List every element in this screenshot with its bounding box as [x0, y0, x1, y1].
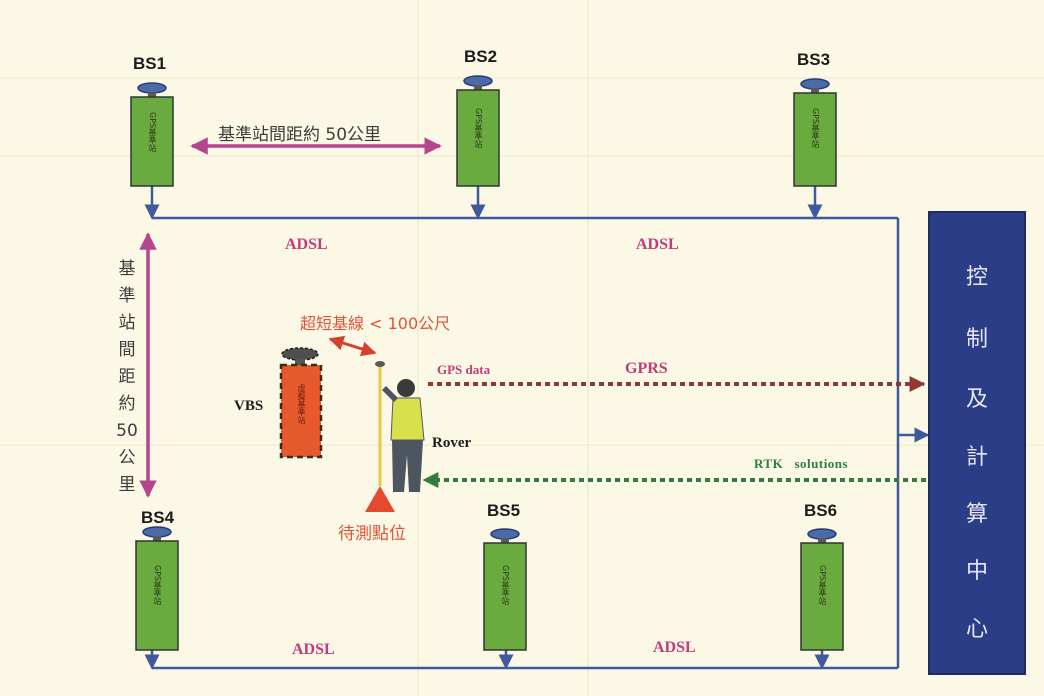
bs2-receiver	[456, 75, 500, 187]
vertical-char: 公	[118, 448, 136, 468]
antenna-icon	[142, 526, 172, 538]
vertical-char: 約	[118, 394, 136, 414]
station-spacing-horizontal-label: 基準站間距約 50公里	[218, 125, 382, 145]
target-point-label: 待測點位	[338, 524, 406, 544]
bs4-receiver	[135, 526, 179, 651]
antenna-icon	[137, 82, 167, 94]
bs2-label: BS2	[464, 47, 498, 66]
bs5-receiver	[483, 528, 527, 651]
vertical-char: 50	[116, 421, 138, 441]
bs4-device-text: GPS基準站	[153, 565, 162, 606]
station-spacing-vertical-label: 基 準 站 間 距 約 50 公 里	[115, 256, 139, 499]
bs3-receiver	[793, 78, 837, 187]
vbs-receiver	[279, 347, 323, 459]
center-char: 中	[965, 559, 988, 584]
bs6-receiver	[800, 528, 844, 651]
center-char: 算	[965, 502, 988, 527]
rover-surveyor	[375, 361, 425, 492]
vbs-device-text: 虛擬基準站	[297, 384, 306, 424]
baseline-note: 超短基線 < 100公尺	[300, 314, 451, 333]
bs5-device-text: GPS基準站	[501, 565, 510, 606]
vertical-char: 里	[118, 475, 136, 495]
bs3-device-text: GPS基準站	[811, 108, 820, 149]
vertical-char: 基	[118, 259, 136, 279]
antenna-icon	[490, 528, 520, 540]
vertical-char: 準	[118, 286, 136, 306]
adsl-label-top-right: ADSL	[636, 236, 679, 253]
bs1-device-text: GPS基準站	[148, 112, 157, 153]
rtk-solutions-label: RTK solutions	[754, 456, 849, 471]
center-char: 及	[965, 387, 988, 412]
center-char: 控	[965, 265, 988, 290]
antenna-icon	[800, 78, 830, 90]
target-point-triangle	[365, 486, 395, 512]
vertical-char: 站	[118, 313, 136, 333]
center-char: 制	[965, 327, 988, 352]
antenna-icon	[807, 528, 837, 540]
adsl-label-bottom-left: ADSL	[292, 641, 335, 658]
bs3-label: BS3	[797, 50, 831, 69]
bs5-label: BS5	[487, 501, 521, 520]
bs6-device-text: GPS基準站	[818, 565, 827, 606]
antenna-icon	[463, 75, 493, 87]
vbs-label: VBS	[234, 398, 264, 414]
rover-label: Rover	[432, 435, 472, 451]
bs6-label: BS6	[804, 501, 838, 520]
control-center-box: 控 制 及 計 算 中 心	[928, 211, 1026, 675]
vertical-char: 間	[118, 340, 136, 360]
bs2-device-text: GPS基準站	[474, 108, 483, 149]
center-char: 計	[965, 445, 988, 470]
antenna-icon	[281, 347, 319, 361]
bs1-receiver	[130, 82, 174, 187]
gps-data-label: GPS data	[437, 362, 491, 377]
baseline-arrow	[328, 335, 377, 357]
center-char: 心	[965, 617, 988, 642]
bs4-label: BS4	[141, 508, 175, 527]
adsl-label-bottom-right: ADSL	[653, 639, 696, 656]
vertical-char: 距	[118, 367, 136, 387]
bs1-label: BS1	[133, 54, 167, 73]
gprs-label: GPRS	[625, 360, 668, 377]
adsl-network	[144, 186, 930, 670]
adsl-label-top-left: ADSL	[285, 236, 328, 253]
